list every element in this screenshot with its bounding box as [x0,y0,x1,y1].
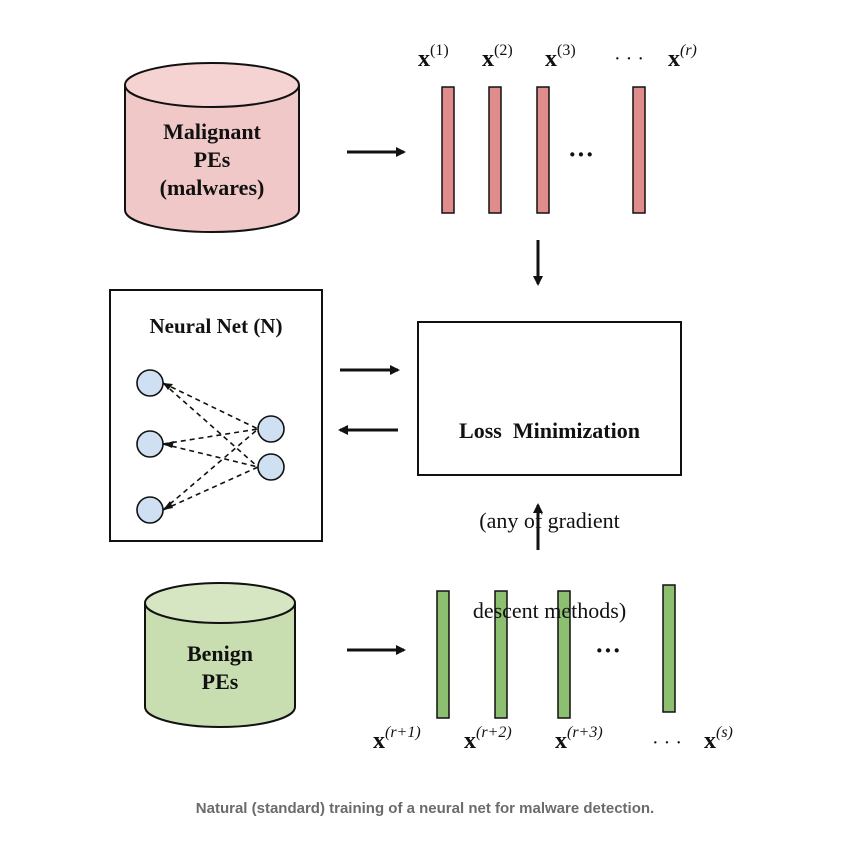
malignant-vector-bars [441,86,646,214]
neural-net-title: Neural Net (N) [149,314,283,338]
malignant-vector-dots: · · · [614,48,644,70]
output-node-2 [257,453,285,481]
benign-vector-label-r3: x(r+3) [555,724,603,754]
benign-db-label: Benign PEs [145,640,295,696]
loss-minimization-box [417,321,682,476]
malignant-vector-label-3: x(3) [545,42,576,72]
malignant-vector-r [632,86,646,214]
neural-net-nodes [136,369,285,524]
malignant-vector-label-r: x(r) [668,42,697,72]
loss-minimization-text: Loss Minimization (any of gradient desce… [418,356,681,656]
malignant-vector-3 [536,86,550,214]
input-node-2 [136,430,164,458]
input-node-1 [136,369,164,397]
input-node-3 [136,496,164,524]
malignant-vector-2 [488,86,502,214]
malignant-vector-label-1: x(1) [418,42,449,72]
malignant-database-icon [124,62,300,233]
benign-ellipsis: ··· [595,636,622,665]
loss-line3: descent methods) [472,598,627,623]
loss-line2: (any of gradient [479,508,620,533]
benign-vector-bars [436,584,676,719]
malignant-vector-1 [441,86,455,214]
output-node-1 [257,415,285,443]
malignant-ellipsis: ··· [568,140,595,169]
loss-title: Loss Minimization [459,418,640,443]
benign-vector-r2 [494,590,508,719]
benign-vector-r1 [436,590,450,719]
figure-caption: Natural (standard) training of a neural … [195,800,655,817]
benign-vector-label-r2: x(r+2) [464,724,512,754]
benign-vector-r3 [557,590,571,719]
malignant-db-line1: Malignant [163,119,261,144]
benign-vector-label-r1: x(r+1) [373,724,421,754]
malignant-db-line3: (malwares) [159,175,265,200]
benign-vector-s [662,584,676,713]
neural-net-edges [162,382,259,511]
benign-vector-dots: · · · [652,732,682,754]
malignant-vector-label-2: x(2) [482,42,513,72]
benign-db-line1: Benign [186,641,254,666]
malignant-db-label: Malignant PEs (malwares) [125,118,299,202]
benign-db-line2: PEs [201,669,239,694]
benign-vector-label-s: x(s) [704,724,733,754]
malignant-db-line2: PEs [193,147,231,172]
benign-database-icon [144,582,296,728]
